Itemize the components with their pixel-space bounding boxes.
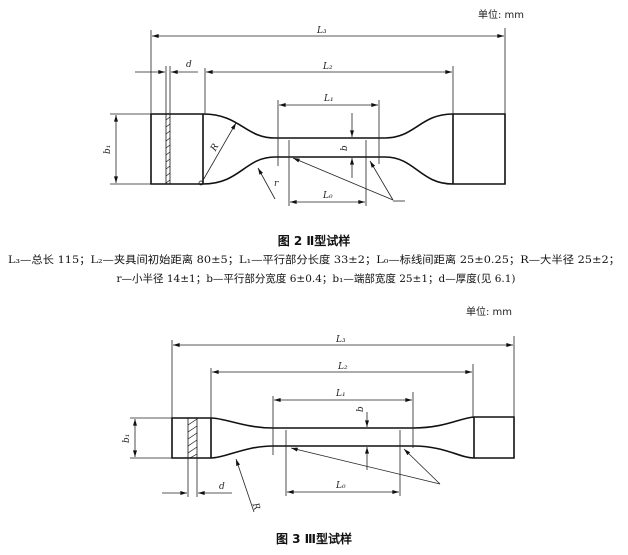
radius-r-leader [257, 167, 276, 200]
figure-2-type-ii-specimen: 单位: mm L₃ L₂ d L₁ L₀ b₁ [8, 8, 620, 285]
label-r: r [274, 179, 279, 189]
label-L2: L₂ [337, 362, 348, 372]
figure-3-type-iii-specimen: 单位: mm L₃ L₂ L₁ L₀ b₁ b d [122, 305, 515, 546]
figure-2-legend-line-2: r—小半径 14±1；b—平行部分宽度 6±0.4；b₁—端部宽度 25±1；d… [117, 272, 516, 285]
label-b: b [356, 406, 366, 412]
radius-R-leader [201, 122, 237, 183]
label-b1: b₁ [122, 434, 132, 443]
label-R: R [249, 501, 261, 512]
label-L1: L₁ [323, 94, 334, 104]
label-d: d [186, 60, 192, 70]
label-b1: b₁ [103, 145, 113, 154]
unit-label: 单位: mm [478, 8, 524, 21]
label-L0: L₀ [322, 191, 333, 201]
figure-2-legend-line-1: L₃—总长 115；L₂—夹具间初始距离 80±5；L₁—平行部分长度 33±2… [8, 253, 620, 266]
unit-label: 单位: mm [466, 305, 512, 318]
gauge-mark-leader [290, 447, 441, 485]
label-b: b [340, 145, 350, 151]
thickness-hatch [187, 417, 198, 459]
figure-3-caption: 图 3 Ⅲ型试样 [276, 531, 352, 546]
label-L3: L₃ [316, 26, 327, 36]
specimen-outline [150, 113, 506, 185]
radius-R-leader [235, 458, 255, 513]
thickness-hatch [165, 113, 171, 185]
label-L3: L₃ [335, 335, 346, 345]
label-L1: L₁ [335, 389, 346, 399]
specimen-outline [171, 416, 515, 459]
gauge-mark-leader [292, 157, 394, 201]
label-d: d [219, 482, 225, 492]
label-R: R [209, 142, 222, 154]
figure-2-caption: 图 2 Ⅱ型试样 [278, 233, 351, 248]
label-L0: L₀ [335, 481, 346, 491]
label-L2: L₂ [322, 62, 333, 72]
